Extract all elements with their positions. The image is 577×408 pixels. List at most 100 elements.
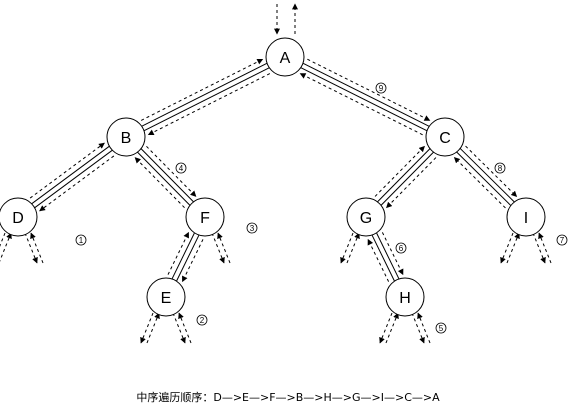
edge-B-D-line-2 [31, 145, 110, 205]
step-marker-circle-6 [395, 242, 407, 254]
step-marker-5: 5 [435, 322, 447, 334]
node-label-E: E [161, 290, 172, 307]
edge-C-G-line-1 [380, 151, 434, 206]
step-marker-8: 8 [494, 162, 506, 174]
edge-G-H-line-2 [371, 234, 395, 282]
step-marker-9: 9 [375, 82, 387, 94]
trace-null-left-G-up [346, 232, 360, 264]
tree-node-F: F [185, 197, 225, 237]
trace-null-left-G-down [340, 232, 354, 264]
trace-descend-C-G [386, 157, 437, 209]
step-marker-7: 7 [556, 234, 568, 246]
trace-descend-F-E [181, 239, 204, 283]
step-marker-circle-4 [175, 162, 187, 174]
node-circle-A [265, 37, 305, 77]
trace-null-right-D-down [24, 232, 38, 264]
trace-null-right-F-down [211, 232, 225, 264]
node-label-I: I [524, 210, 528, 227]
step-marker-6: 6 [395, 242, 407, 254]
traversal-traces [0, 3, 552, 344]
edge-A-B-line-1 [143, 67, 270, 132]
tree-node-A: A [265, 37, 305, 77]
trace-null-left-D-up [0, 232, 12, 262]
trace-null-right-D-up [30, 232, 44, 264]
edge-F-E-line-2 [171, 232, 195, 280]
trace-descend-B-D [39, 155, 115, 212]
node-circle-H [385, 277, 425, 317]
trace-null-right-E-down [172, 312, 186, 344]
trace-descend-A-C [307, 58, 431, 121]
trace-descend-G-H [381, 232, 404, 276]
trace-return-E-F [167, 231, 190, 275]
edge-B-F-line-2 [137, 151, 191, 206]
node-label-F: F [200, 210, 210, 227]
step-marker-2: 2 [196, 314, 208, 326]
trace-null-right-I-up [538, 232, 552, 264]
trace-null-left-I-down [500, 232, 514, 264]
tree-node-C: C [425, 117, 465, 157]
node-circle-D [0, 197, 38, 237]
trace-null-right-H-up [417, 312, 431, 344]
step-marker-circle-5 [435, 322, 447, 334]
node-label-C: C [439, 130, 451, 147]
trace-null-left-H-down [379, 312, 393, 344]
step-marker-number-3: 3 [250, 224, 255, 233]
edge-G-H-line-1 [376, 232, 400, 280]
trace-null-left-E-up [146, 312, 160, 344]
traversal-step-markers: 1 2 3 4 5 6 7 8 9 [75, 82, 568, 334]
step-marker-number-9: 9 [379, 84, 384, 93]
tree-node-G: G [346, 197, 386, 237]
node-circle-B [106, 117, 146, 157]
tree-edges [31, 62, 515, 282]
step-marker-circle-1 [75, 234, 87, 246]
trace-null-left-D-down [0, 232, 6, 247]
step-marker-circle-7 [556, 234, 568, 246]
tree-node-H: H [385, 277, 425, 317]
trace-null-left-E-down [140, 312, 154, 344]
node-circle-F [185, 197, 225, 237]
tree-node-B: B [106, 117, 146, 157]
step-marker-3: 3 [246, 222, 258, 234]
node-circle-E [146, 277, 186, 317]
trace-descend-B-F [146, 145, 197, 197]
edge-B-D-line-1 [34, 149, 113, 209]
step-marker-number-4: 4 [179, 164, 184, 173]
edge-F-E-line-1 [176, 234, 200, 282]
trace-null-right-E-up [178, 312, 192, 344]
step-marker-number-7: 7 [560, 236, 565, 245]
node-label-A: A [280, 50, 291, 67]
trace-null-left-I-up [506, 232, 520, 264]
node-circle-G [346, 197, 386, 237]
trace-return-B-A [140, 58, 264, 121]
step-marker-4: 4 [175, 162, 187, 174]
trace-null-right-F-up [217, 232, 231, 264]
edge-C-I-line-2 [456, 151, 512, 206]
step-marker-number-8: 8 [498, 164, 503, 173]
edge-A-B-line-2 [141, 62, 268, 127]
trace-null-right-I-down [532, 232, 546, 264]
edge-C-G-line-2 [377, 148, 431, 203]
edge-A-C-line-1 [302, 62, 430, 127]
tree-node-I: I [506, 197, 546, 237]
tree-node-E: E [146, 277, 186, 317]
trace-return-D-B [29, 142, 105, 199]
trace-return-G-C [374, 145, 425, 197]
tree-nodes: A B C D F G I E H [0, 37, 546, 317]
trace-null-right-H-down [411, 312, 425, 344]
step-marker-circle-2 [196, 314, 208, 326]
node-label-H: H [399, 290, 411, 307]
node-label-D: D [12, 210, 24, 227]
step-marker-circle-3 [246, 222, 258, 234]
step-marker-number-2: 2 [200, 316, 205, 325]
trace-return-C-A [299, 73, 423, 136]
tree-node-D: D [0, 197, 38, 237]
traversal-order-caption: 中序遍历顺序：D—>E—>F—>B—>H—>G—>I—>C—>A [136, 390, 440, 404]
node-label-G: G [360, 210, 372, 227]
trace-return-H-G [367, 238, 390, 282]
node-circle-I [506, 197, 546, 237]
step-marker-number-6: 6 [399, 244, 404, 253]
trace-null-left-H-up [385, 312, 399, 344]
node-label-B: B [121, 130, 132, 147]
step-marker-1: 1 [75, 234, 87, 246]
